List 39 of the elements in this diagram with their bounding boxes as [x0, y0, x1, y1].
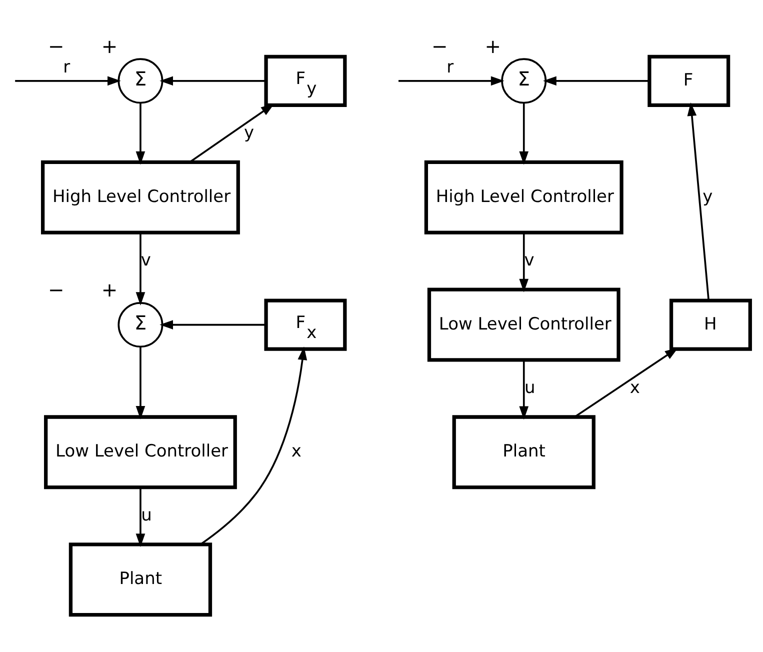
arrow — [200, 346, 307, 545]
arrow — [518, 360, 528, 420]
node-box: F — [647, 54, 730, 107]
arrow — [518, 103, 528, 165]
edge-label: u — [524, 378, 535, 398]
arrow — [135, 103, 145, 165]
node-box: Plant — [452, 415, 595, 490]
arrow — [398, 76, 504, 86]
node-label: − + — [48, 34, 118, 58]
edge-label: r — [446, 58, 454, 78]
node-box: H — [668, 298, 752, 351]
edge-label: x — [290, 442, 301, 462]
arrow — [542, 76, 649, 86]
node-box: High Level Controller — [424, 160, 623, 234]
node-circle: Σ — [117, 58, 163, 104]
edge-label: y — [702, 186, 712, 207]
edge-label: u — [140, 505, 152, 526]
arrow — [574, 348, 678, 418]
node-label: − + — [48, 278, 118, 302]
node-box: Low Level Controller — [426, 288, 620, 362]
edge-label: r — [62, 58, 70, 78]
node-box: Plant — [68, 542, 212, 617]
node-circle: Σ — [117, 302, 163, 348]
node-label: − + — [430, 34, 501, 58]
arrow — [159, 320, 266, 330]
node-circle: Σ — [500, 58, 546, 104]
arrow — [135, 232, 145, 306]
arrow — [518, 232, 528, 292]
arrow — [686, 102, 710, 301]
arrow — [159, 76, 266, 86]
node-box: High Level Controller — [40, 160, 240, 234]
edge-label: v — [140, 250, 150, 271]
arrow — [14, 76, 120, 86]
edge-label: y — [244, 123, 254, 144]
arrow — [188, 104, 274, 163]
edge-label: x — [629, 378, 640, 398]
arrow — [135, 488, 145, 548]
arrow — [135, 346, 145, 420]
node-box: Low Level Controller — [44, 415, 236, 490]
